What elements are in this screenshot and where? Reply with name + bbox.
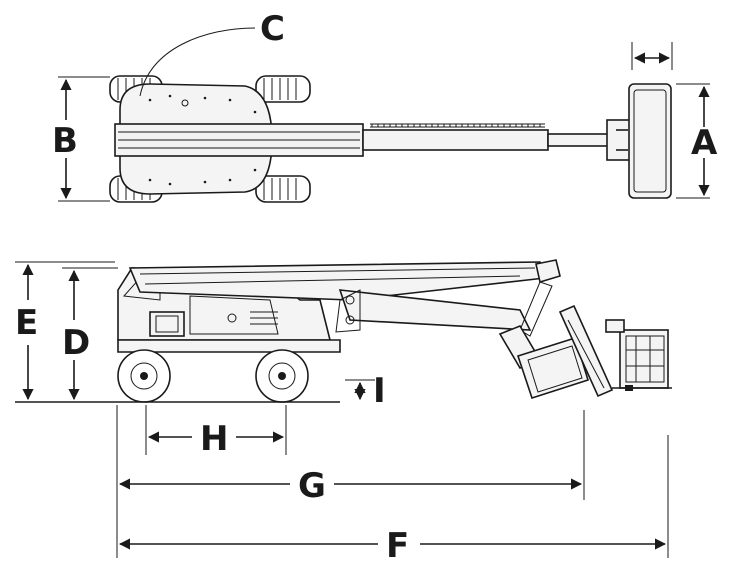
dimension-a-label: A [691,123,718,163]
dimension-g-label: G [298,466,326,506]
dimension-h-label: H [200,419,228,459]
dimension-i: I [345,371,386,411]
dimension-b-label: B [52,121,78,161]
dimension-e-label: E [15,303,38,343]
dimension-i-label: I [373,371,386,411]
dimension-d-label: D [62,323,90,363]
dimension-f-label: F [386,526,409,566]
top-view-boom [114,119,634,161]
dimension-b: B [52,76,110,202]
dimension-h: H [145,405,287,459]
dimension-g: G [116,405,585,558]
top-view-platform [628,83,672,199]
dimension-f: F [118,435,669,566]
dimension-e: E [15,261,115,401]
top-view [109,75,672,203]
dimension-d: D [62,267,118,401]
dimension-c-label: C [260,9,285,49]
dimension-platform-width [631,42,673,70]
side-view [117,259,672,403]
dimension-c: C [139,9,285,97]
side-view-wheels [117,349,309,403]
dimension-a: A [676,83,718,199]
